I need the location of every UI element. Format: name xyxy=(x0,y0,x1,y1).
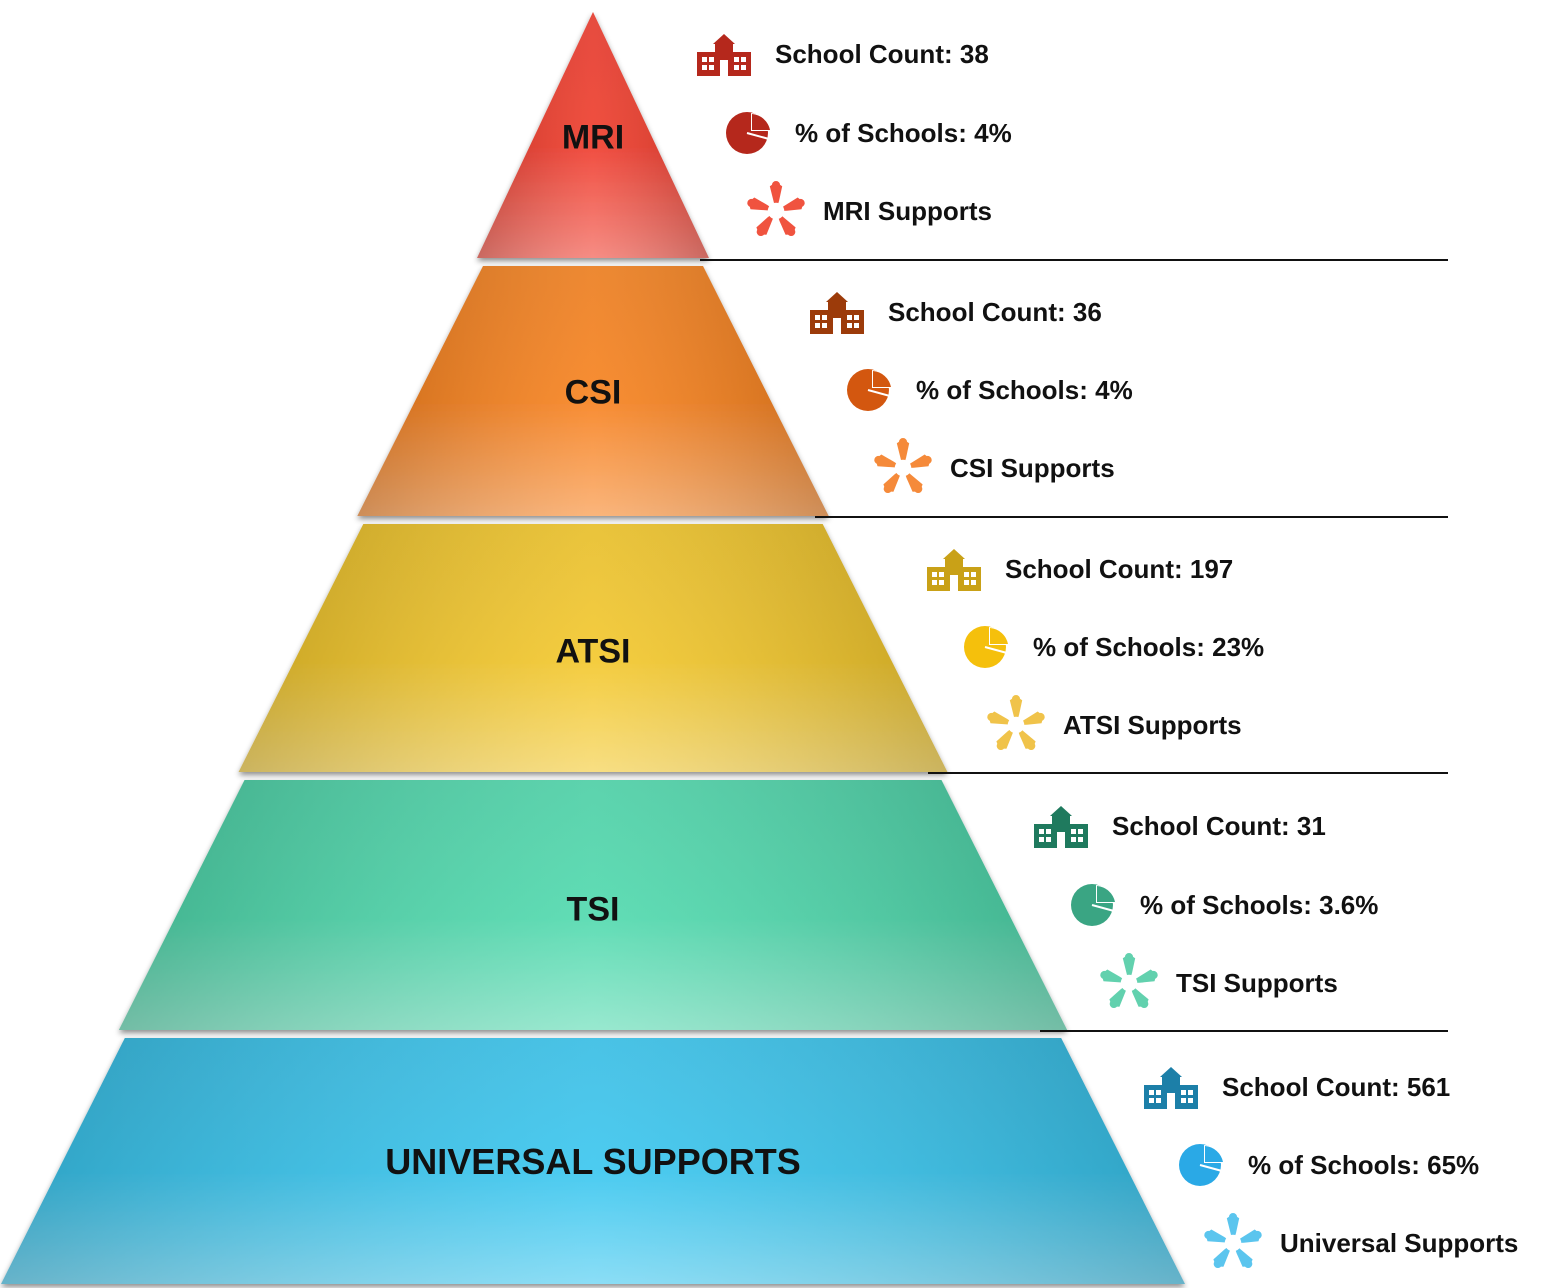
tier-mri-shading xyxy=(477,12,709,258)
tsi-school-row: School Count: 31 xyxy=(1032,800,1326,852)
pie-chart-icon xyxy=(846,366,894,414)
tsi-school-text: School Count: 31 xyxy=(1112,810,1326,841)
mri-school-row: School Count: 38 xyxy=(695,28,989,80)
school-building-icon xyxy=(1142,1065,1200,1109)
pie-chart-icon xyxy=(1178,1141,1226,1189)
csi-school-text: School Count: 36 xyxy=(888,296,1102,327)
csi-supports-text: CSI Supports xyxy=(950,452,1115,483)
school-building-icon xyxy=(925,547,983,591)
school-building-icon xyxy=(1032,804,1090,848)
tier-universal-label: UNIVERSAL SUPPORTS xyxy=(385,1141,801,1182)
tsi-supports-text: TSI Supports xyxy=(1176,967,1338,998)
mri-school-text: School Count: 38 xyxy=(775,38,989,69)
school-building-icon xyxy=(695,32,753,76)
universal-supports-row: Universal Supports xyxy=(1202,1213,1519,1269)
tier-tsi-label: TSI xyxy=(566,890,620,929)
csi-pie-row: % of Schools: 4% xyxy=(846,364,1133,416)
atsi-pie-row: % of Schools: 23% xyxy=(963,621,1264,673)
atsi-school-row: School Count: 197 xyxy=(925,543,1233,595)
tier-universal-shading xyxy=(1,1038,1185,1284)
csi-supports-row: CSI Supports xyxy=(872,438,1115,494)
universal-pie-row: % of Schools: 65% xyxy=(1178,1139,1479,1191)
mri-supports-text: MRI Supports xyxy=(823,195,992,226)
hands-circle-icon xyxy=(745,180,807,242)
tier-atsi-label: ATSI xyxy=(555,632,631,671)
mri-pie-text: % of Schools: 4% xyxy=(795,117,1012,148)
tier-mri-label: MRI xyxy=(561,118,625,157)
universal-supports-text: Universal Supports xyxy=(1280,1227,1519,1258)
hands-circle-icon xyxy=(872,437,934,499)
atsi-pie-text: % of Schools: 23% xyxy=(1033,631,1265,662)
school-building-icon xyxy=(808,290,866,334)
tsi-pie-text: % of Schools: 3.6% xyxy=(1140,889,1379,920)
atsi-school-text: School Count: 197 xyxy=(1005,553,1234,584)
pie-chart-icon xyxy=(963,623,1011,671)
tier-csi-shading xyxy=(357,266,829,516)
hands-circle-icon xyxy=(985,694,1047,756)
mri-pie-row: % of Schools: 4% xyxy=(725,107,1012,159)
tier-atsi-shading xyxy=(238,524,948,772)
universal-school-row: School Count: 561 xyxy=(1142,1061,1450,1113)
tsi-pie-row: % of Schools: 3.6% xyxy=(1070,879,1378,931)
tier-csi-label: CSI xyxy=(564,373,622,412)
universal-pie-text: % of Schools: 65% xyxy=(1248,1149,1480,1180)
pie-chart-icon xyxy=(725,109,773,157)
tsi-supports-row: TSI Supports xyxy=(1098,953,1338,1009)
atsi-supports-text: ATSI Supports xyxy=(1063,709,1242,740)
hands-circle-icon xyxy=(1202,1212,1264,1274)
pie-chart-icon xyxy=(1070,881,1118,929)
mri-supports-row: MRI Supports xyxy=(745,181,992,237)
hands-circle-icon xyxy=(1098,952,1160,1014)
atsi-supports-row: ATSI Supports xyxy=(985,695,1242,751)
tier-tsi-shading xyxy=(118,780,1068,1030)
csi-pie-text: % of Schools: 4% xyxy=(916,374,1133,405)
universal-school-text: School Count: 561 xyxy=(1222,1071,1451,1102)
csi-school-row: School Count: 36 xyxy=(808,286,1102,338)
